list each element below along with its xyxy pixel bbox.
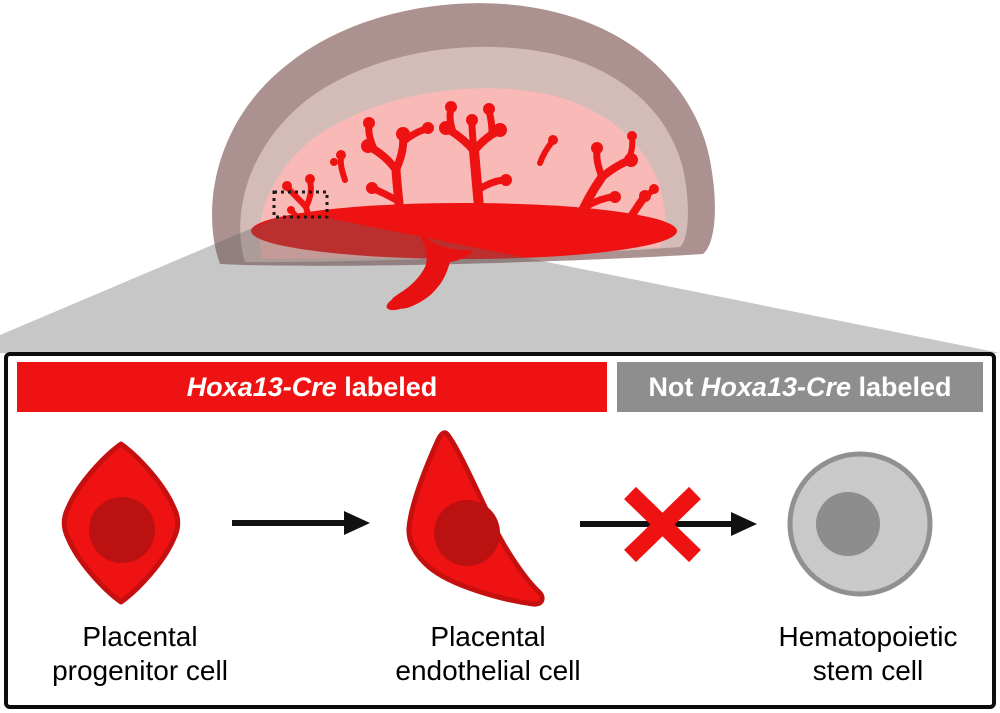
endothelial-nucleus-icon — [434, 500, 500, 566]
not-prefix: Not — [648, 371, 701, 402]
progenitor-nucleus-icon — [89, 497, 155, 563]
gene-name: Hoxa13-Cre — [186, 371, 337, 402]
zoom-box-icon — [272, 190, 329, 219]
labeled-suffix: labeled — [851, 371, 952, 402]
umbilical-cord-tip-icon — [386, 295, 412, 311]
not-labeled-header-bar: Not Hoxa13-Cre labeled — [617, 362, 983, 412]
zoom-inset-panel: Hoxa13-Cre labeled Not Hoxa13-Cre labele… — [4, 352, 996, 709]
label-line: progenitor cell — [52, 655, 228, 686]
maternal-blood-disc-icon — [251, 203, 677, 259]
label-line: Placental — [82, 621, 198, 652]
umbilical-cord-icon — [390, 234, 474, 309]
red-x-mark-icon — [624, 486, 701, 563]
endothelial-cell-label: Placental endothelial cell — [358, 620, 618, 688]
labeled-header-text: Hoxa13-Cre labeled — [187, 372, 438, 403]
stem-cell-nucleus-icon — [816, 492, 880, 556]
label-line: stem cell — [812, 655, 924, 686]
labeled-suffix: labeled — [336, 371, 438, 402]
not-labeled-header-text: Not Hoxa13-Cre labeled — [648, 372, 951, 403]
cell-lineage-row — [61, 430, 933, 607]
zoom-cone-icon — [0, 218, 1000, 353]
label-line: endothelial cell — [395, 655, 581, 686]
label-line: Hematopoietic — [778, 621, 958, 652]
labeled-header-bar: Hoxa13-Cre labeled — [17, 362, 607, 412]
stem-cell-label: Hematopoietic stem cell — [738, 620, 998, 688]
right-arrow-icon — [232, 511, 370, 535]
label-line: Placental — [430, 621, 546, 652]
progenitor-cell-label: Placental progenitor cell — [10, 620, 270, 688]
placenta-illustration — [0, 3, 1000, 353]
gene-name: Hoxa13-Cre — [700, 371, 851, 402]
